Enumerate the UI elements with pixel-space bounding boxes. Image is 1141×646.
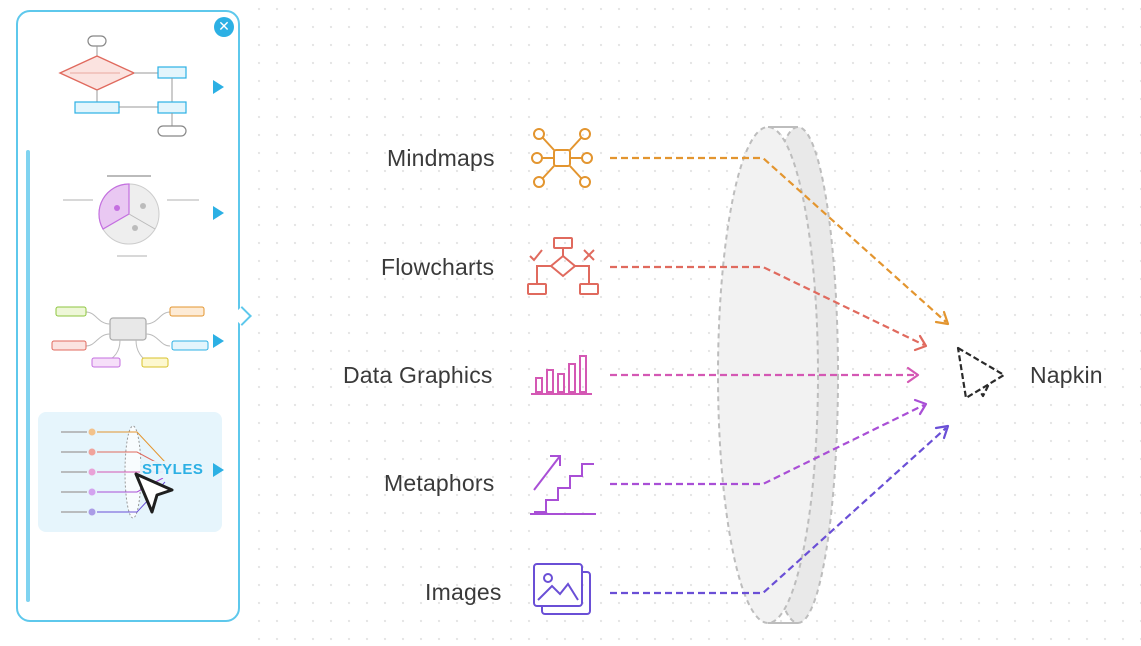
pie-chart-thumbnail[interactable] bbox=[55, 172, 205, 262]
mindmap-icon bbox=[531, 128, 593, 188]
panel-scrollbar[interactable] bbox=[26, 150, 30, 602]
dotted-canvas-background bbox=[250, 0, 1141, 646]
metaphors-label: Metaphors bbox=[384, 470, 495, 496]
images-connector bbox=[610, 427, 947, 595]
flowchart-thumbnail[interactable] bbox=[50, 32, 200, 142]
arrowhead bbox=[934, 310, 950, 326]
cursor-icon bbox=[134, 472, 174, 514]
napkin-logo-icon bbox=[956, 346, 1006, 400]
mindmaps-label: Mindmaps bbox=[387, 145, 495, 171]
play-icon[interactable] bbox=[213, 206, 224, 220]
mindmaps-connector bbox=[610, 156, 947, 323]
image-icon bbox=[533, 563, 591, 615]
images-label: Images bbox=[425, 579, 502, 605]
arrowhead bbox=[913, 398, 928, 416]
styles-thumbnail[interactable] bbox=[55, 420, 185, 525]
flowcharts-label: Flowcharts bbox=[381, 254, 495, 280]
stairs-icon bbox=[530, 455, 596, 515]
flowcharts-connector bbox=[610, 265, 925, 346]
play-icon[interactable] bbox=[213, 80, 224, 94]
styles-label[interactable]: STYLES bbox=[140, 461, 206, 478]
flowchart-icon bbox=[527, 237, 599, 295]
napkin-label: Napkin bbox=[1030, 362, 1103, 388]
play-icon[interactable] bbox=[213, 463, 224, 477]
mindmap-thumbnail[interactable] bbox=[48, 302, 213, 382]
data-graphics-label: Data Graphics bbox=[343, 362, 493, 388]
arrowhead bbox=[913, 334, 928, 352]
close-icon[interactable]: ✕ bbox=[214, 17, 234, 37]
bar-chart-icon bbox=[531, 355, 592, 395]
arrowhead bbox=[906, 366, 920, 384]
play-icon[interactable] bbox=[213, 334, 224, 348]
metaphors-connector bbox=[610, 404, 925, 486]
arrowhead bbox=[934, 424, 950, 440]
